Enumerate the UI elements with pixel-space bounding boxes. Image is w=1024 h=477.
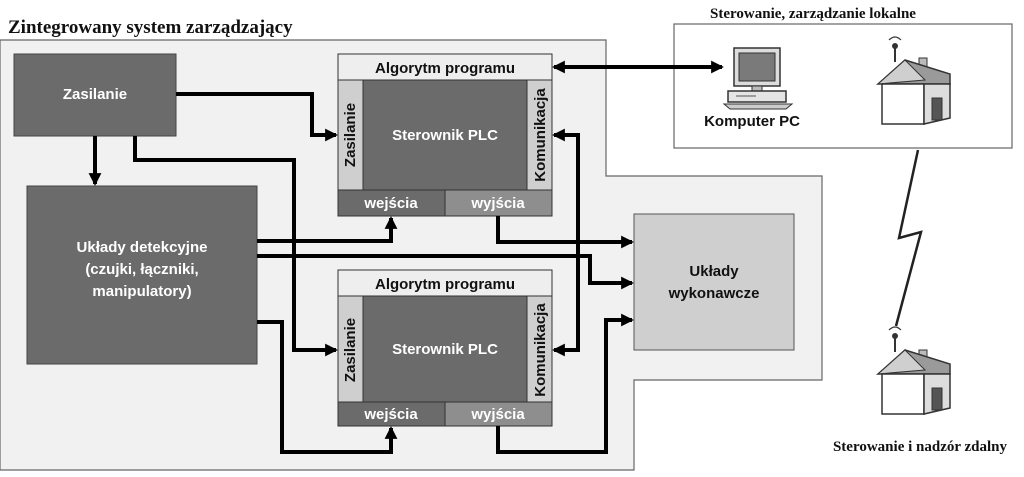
house-antenna-icon-remote: [876, 326, 951, 415]
plc-bottom-power-side: Zasilanie: [342, 318, 359, 382]
plc-top-inputs: wejścia: [363, 195, 418, 212]
plc-bottom-outputs: wyjścia: [470, 406, 525, 423]
pc-label: Komputer PC: [704, 113, 800, 130]
actuators-label-line2: wykonawcze: [668, 285, 760, 302]
detection-label-line2: (czujki, łączniki,: [85, 261, 198, 278]
plc-unit-bottom: Algorytm programu Sterownik PLC Zasilani…: [337, 269, 553, 427]
arrow-detection-to-actuators: [257, 254, 634, 290]
power-label: Zasilanie: [63, 86, 127, 103]
computer-pc-icon: [722, 47, 794, 110]
plc-top-outputs: wyjścia: [470, 195, 525, 212]
plc-top-comm-side: Komunikacja: [532, 88, 549, 182]
plc-unit-top: Algorytm programu Sterownik PLC Zasilani…: [337, 53, 553, 217]
plc-bottom-algorithm: Algorytm programu: [375, 276, 515, 293]
remote-title: Sterowanie i nadzór zdalny: [833, 439, 1008, 455]
arrow-power-to-plc-top: [176, 92, 338, 142]
plc-bottom-name: Sterownik PLC: [392, 341, 498, 358]
actuators-block: [633, 213, 795, 351]
system-title: Zintegrowany system zarządzający: [8, 17, 293, 38]
arrow-detection-to-plc-top-inputs: [257, 216, 398, 243]
detection-block: [26, 185, 258, 365]
wireless-link-icon: [894, 149, 923, 327]
plc-top-algorithm: Algorytm programu: [375, 60, 515, 77]
plc-top-power-side: Zasilanie: [342, 103, 359, 167]
local-title: Sterowanie, zarządzanie lokalne: [710, 6, 916, 22]
arrow-detection-to-plc-bottom-inputs: [257, 320, 398, 454]
arrow-plc-top-outputs-to-actuators: [496, 216, 634, 249]
detection-label: Układy detekcyjne: [77, 239, 208, 256]
arrow-comm-plc-top: [552, 128, 580, 357]
connectors: [88, 60, 724, 454]
house-antenna-icon-local: [876, 36, 951, 125]
detection-label-line3: manipulatory): [92, 283, 191, 300]
arrow-plc-bottom-outputs-to-actuators: [496, 313, 634, 454]
arrow-power-to-plc-bottom: [133, 136, 338, 357]
plc-top-name: Sterownik PLC: [392, 127, 498, 144]
actuators-label: Układy: [689, 263, 739, 280]
local-region: [673, 23, 1013, 149]
plc-bottom-comm-side: Komunikacja: [532, 303, 549, 397]
plc-bottom-inputs: wejścia: [363, 406, 418, 423]
